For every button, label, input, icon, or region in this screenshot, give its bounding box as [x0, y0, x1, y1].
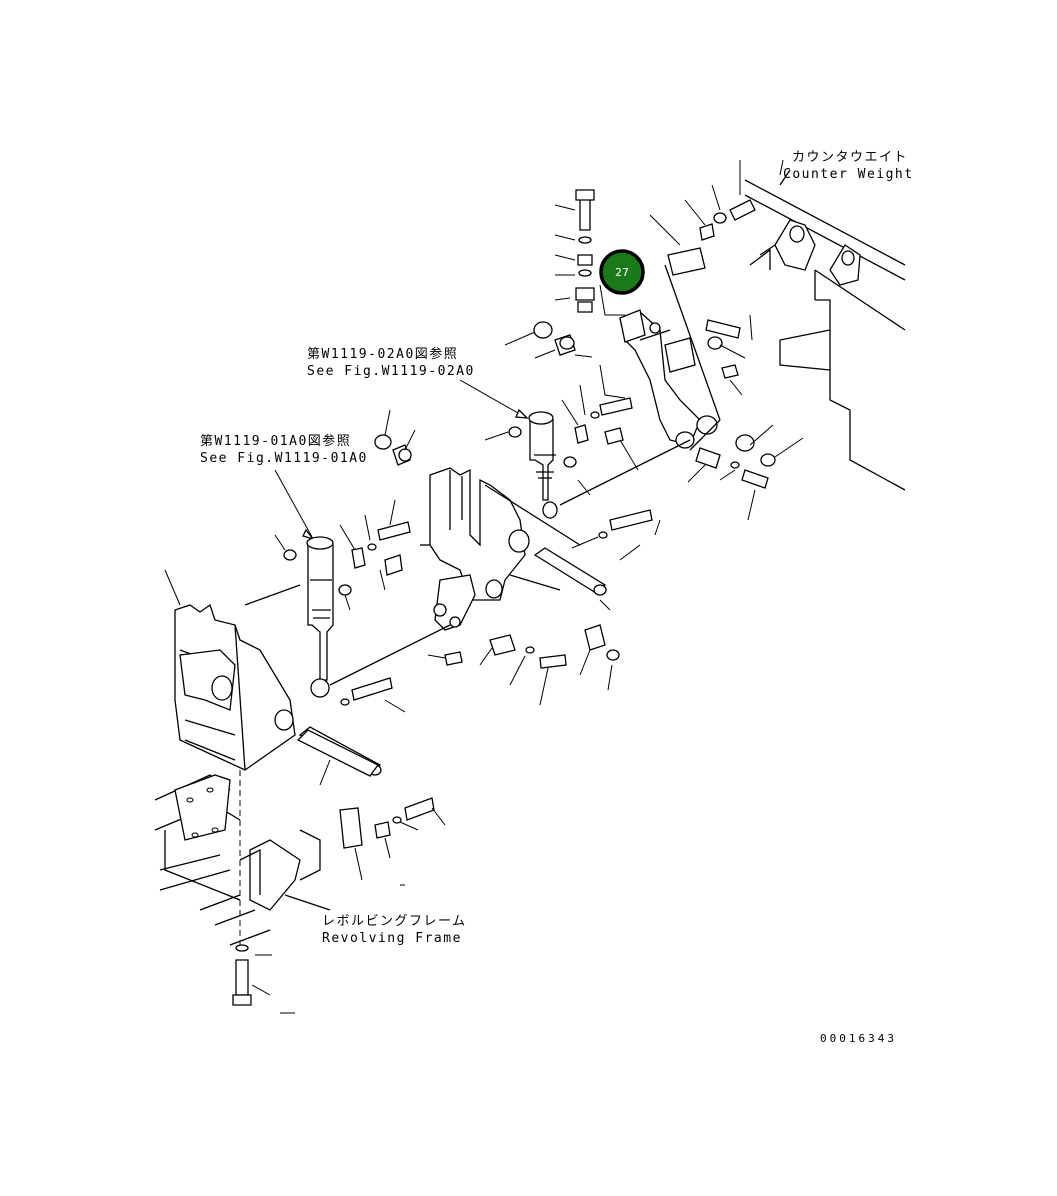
hardware-cluster-left [274, 409, 416, 611]
bushing-pair-upper [504, 321, 593, 359]
label-ref1-en: See Fig.W1119-02A0 [307, 364, 475, 379]
label-counterweight-jp: カウンタウエイト [792, 150, 908, 165]
callout-number: 27 [615, 266, 629, 279]
callout-badge[interactable] [599, 249, 645, 295]
cylinder-lower [306, 536, 451, 698]
leader-line [274, 469, 313, 538]
counterweight-body [744, 169, 906, 491]
label-ref2-en: See Fig.W1119-01A0 [200, 451, 368, 466]
stacked-hardware-column [554, 189, 625, 316]
label-counterweight-en: Counter Weight [783, 167, 914, 182]
revolving-frame [154, 770, 331, 950]
label-ref1-jp: 第W1119-02A0図参照 [307, 346, 458, 362]
leader-line [779, 159, 784, 176]
leader-arrow [515, 408, 529, 419]
pin-and-bolts-middle [427, 509, 661, 706]
bolt-group-counterweight [649, 184, 756, 276]
pin-rod-left [296, 729, 379, 777]
drawing-number: 00016343 [820, 1032, 897, 1045]
plate-and-bolts [339, 797, 446, 886]
left-bracket-frame [164, 569, 301, 771]
leader-arrow [302, 528, 315, 541]
label-frame-jp: レボルビングフレーム [322, 914, 467, 929]
upper-link-assembly [619, 264, 721, 451]
middle-bracket-frame [420, 467, 581, 631]
callout-27[interactable]: 27 [599, 249, 645, 295]
label-frame-en: Revolving Frame [322, 931, 462, 946]
bolt-group-upper-right [561, 314, 804, 521]
cylinder-upper [484, 411, 691, 519]
label-ref2-jp: 第W1119-01A0図参照 [200, 433, 351, 449]
vertical-bolt-bottom [232, 944, 295, 1014]
leader-line [459, 379, 526, 418]
